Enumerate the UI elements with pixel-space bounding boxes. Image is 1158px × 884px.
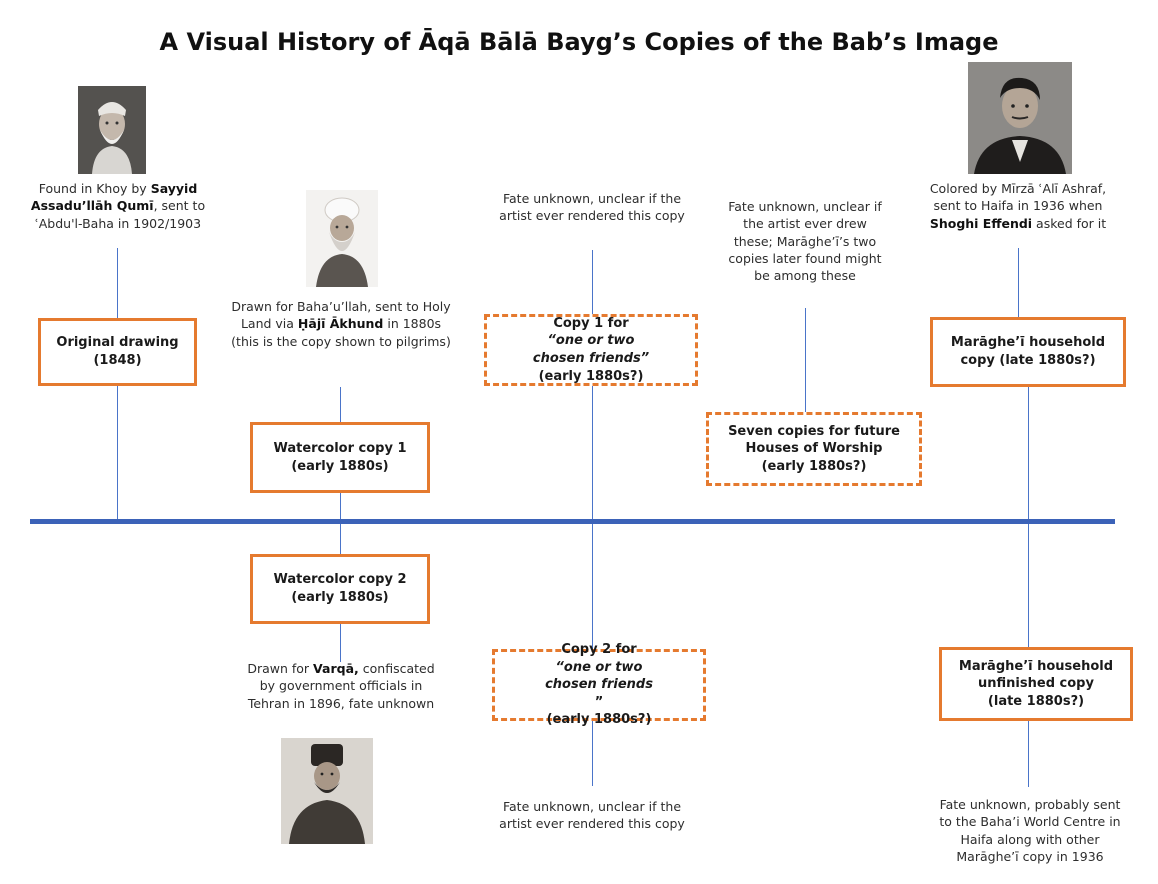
- note-seven-copies: Fate unknown, unclear if the artist ever…: [728, 199, 882, 283]
- note-maraghei-1: Colored by Mīrzā ʿAlī Ashraf, sent to Ha…: [929, 181, 1107, 231]
- connector-copy: [592, 250, 593, 786]
- box-maraghei-unfinished-copy: Marāghe’ī household unfinished copy (lat…: [939, 647, 1133, 721]
- note-copy-1: Fate unknown, unclear if the artist ever…: [499, 191, 685, 224]
- timeline-axis: [30, 519, 1115, 524]
- portrait-elderly-man-photo: [78, 86, 146, 174]
- note-maraghei-2: Fate unknown, probably sent to the Baha’…: [939, 797, 1121, 864]
- diagram-title: A Visual History of Āqā Bālā Bayg’s Copi…: [159, 28, 999, 56]
- portrait-seated-man-photo: [281, 738, 373, 844]
- box-watercolor-copy-2: Watercolor copy 2 (early 1880s): [250, 554, 430, 624]
- box-maraghei-household-copy: Marāghe’ī household copy (late 1880s?): [930, 317, 1126, 387]
- portrait-young-man-photo: [968, 62, 1072, 174]
- box-copy-1: Copy 1 for “one or two chosen friends” (…: [484, 314, 698, 386]
- connector-wc: [340, 387, 341, 662]
- connector-seven: [805, 308, 806, 413]
- portrait-bearded-man-photo: [306, 190, 378, 287]
- connector-maraghei: [1028, 385, 1029, 787]
- note-original: Found in Khoy by Sayyid Assadu’llāh Qumī…: [30, 181, 206, 231]
- note-watercolor-2: Drawn for Varqā, confiscated by governme…: [247, 661, 435, 711]
- note-copy-2: Fate unknown, unclear if the artist ever…: [499, 799, 685, 832]
- connector-maraghei-top: [1018, 248, 1019, 320]
- box-copy-2: Copy 2 for “one or two chosen friends” (…: [492, 642, 706, 727]
- box-original-drawing: Original drawing (1848): [38, 318, 197, 386]
- box-seven-copies: Seven copies for future Houses of Worshi…: [706, 412, 922, 486]
- box-watercolor-copy-1: Watercolor copy 1 (early 1880s): [250, 422, 430, 493]
- note-watercolor-1: Drawn for Baha’u’llah, sent to Holy Land…: [231, 299, 451, 349]
